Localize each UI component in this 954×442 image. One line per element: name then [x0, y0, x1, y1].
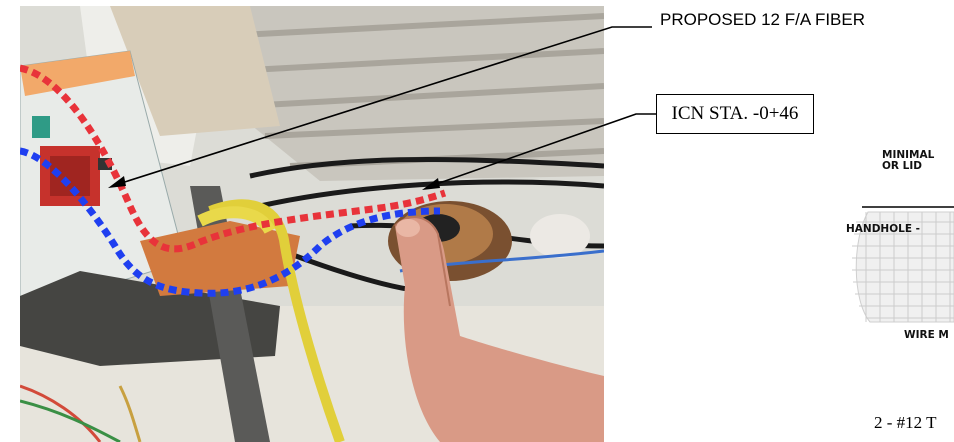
fiber-callout-label: PROPOSED 12 F/A FIBER: [660, 10, 866, 29]
handhole-label: HANDHOLE -: [846, 223, 921, 235]
station-callout-label: ICN STA. -0+46: [671, 103, 799, 124]
minimal-cover-note: MINIMAL OR LID: [882, 150, 934, 172]
minimal-note-line1: MINIMAL: [882, 149, 935, 161]
station-callout-box: ICN STA. -0+46: [656, 94, 814, 134]
site-photo: [20, 6, 604, 442]
wire-mesh-label: WIRE M: [904, 329, 949, 341]
minimal-note-line2: OR LID: [882, 160, 922, 172]
wire-count-label: 2 - #12 T: [874, 413, 937, 432]
